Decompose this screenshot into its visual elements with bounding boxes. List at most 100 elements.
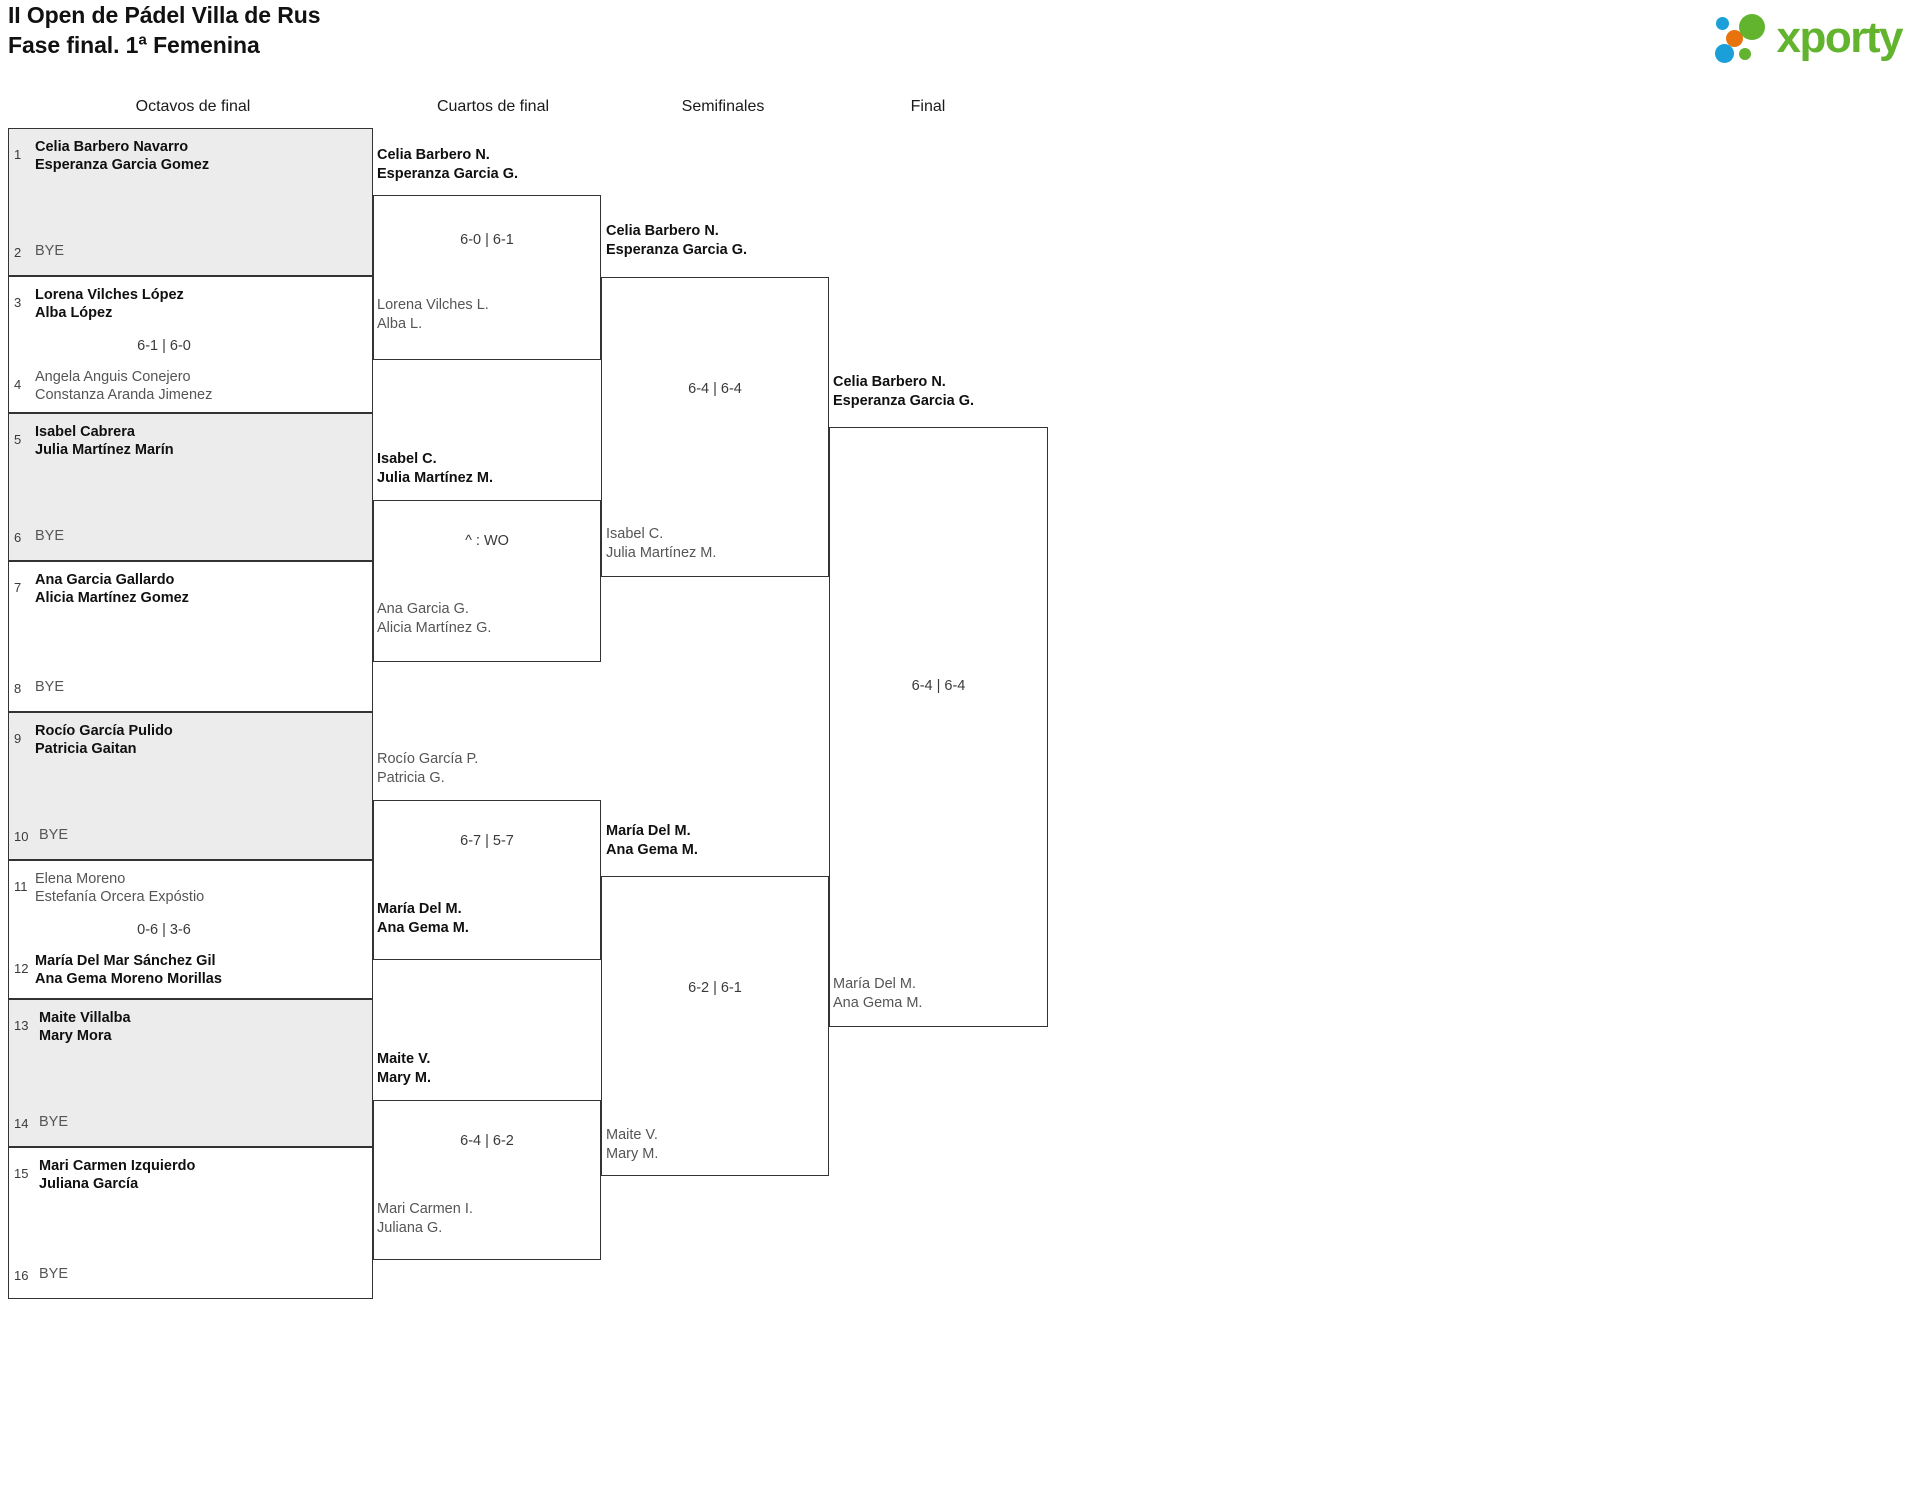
octavos-seed-11: 11 (14, 879, 28, 894)
octavos-player-10-line1: BYE (39, 827, 69, 843)
octavos-player-4-line1: Angela Anguis Conejero (35, 369, 191, 385)
octavos-match-4[interactable]: 7 Ana Garcia Gallardo Alicia Martínez Go… (8, 561, 373, 712)
final-entry-1-line2: Esperanza Garcia G. (833, 393, 975, 409)
octavos-seed-9: 9 (14, 731, 22, 746)
cuartos-entry-3-line1: Isabel C. (377, 451, 437, 467)
octavos-seed-13: 13 (14, 1018, 29, 1033)
semifinal-connector-2 (601, 876, 829, 1176)
octavos-seed-12: 12 (14, 961, 29, 976)
final-score: 6-4 | 6-4 (911, 678, 966, 694)
octavos-player-9-line1: Rocío García Pulido (35, 723, 173, 739)
round-header-octavos: Octavos de final (135, 98, 251, 115)
logo-dots-icon (1714, 12, 1771, 64)
logo-dot-blue-small (1715, 17, 1729, 30)
final-entry-2-line2: Ana Gema M. (833, 995, 923, 1011)
cuartos-connector-3 (373, 800, 601, 960)
octavos-player-1-line1: Celia Barbero Navarro (35, 139, 189, 155)
octavos-score-2: 6-1 | 6-0 (137, 338, 191, 354)
cuartos-score-1: 6-0 | 6-1 (460, 232, 514, 248)
semifinal-entry-4-line1: Maite V. (606, 1127, 658, 1143)
octavos-seed-6: 6 (14, 530, 22, 545)
cuartos-score-3: 6-7 | 5-7 (460, 833, 514, 849)
octavos-player-6-line1: BYE (35, 528, 65, 544)
final-connector (829, 427, 1048, 1027)
octavos-player-4-line2: Constanza Aranda Jimenez (35, 387, 213, 403)
round-header-cuartos: Cuartos de final (436, 98, 550, 115)
logo-dot-green-small (1738, 48, 1751, 60)
logo-wordmark: xporty (1776, 13, 1904, 62)
semifinal-entry-2-line1: Isabel C. (606, 526, 664, 542)
octavos-seed-8: 8 (14, 681, 22, 696)
semifinal-entry-2-line2: Julia Martínez M. (606, 545, 717, 561)
octavos-player-12-line1: María Del Mar Sánchez Gil (35, 953, 216, 969)
octavos-player-9-line2: Patricia Gaitan (35, 741, 137, 757)
cuartos-entry-7-line2: Mary M. (377, 1070, 431, 1086)
octavos-player-8-line1: BYE (35, 679, 65, 695)
octavos-seed-1: 1 (14, 147, 22, 162)
octavos-player-5-line1: Isabel Cabrera (35, 424, 135, 440)
cuartos-entry-7-line1: Maite V. (377, 1051, 431, 1067)
cuartos-entry-3-line2: Julia Martínez M. (377, 470, 494, 486)
octavos-player-13-line2: Mary Mora (39, 1028, 112, 1044)
octavos-player-15-line1: Mari Carmen Izquierdo (39, 1158, 196, 1174)
cuartos-score-2: ^ : WO (465, 533, 509, 549)
cuartos-entry-1-line2: Esperanza Garcia G. (377, 166, 519, 182)
octavos-match-3[interactable]: 5 Isabel Cabrera Julia Martínez Marín 6 … (8, 413, 373, 561)
octavos-player-1-line2: Esperanza Garcia Gomez (35, 157, 210, 173)
octavos-score-6: 0-6 | 3-6 (137, 922, 191, 938)
octavos-player-14-line1: BYE (39, 1114, 69, 1130)
tournament-name: II Open de Pádel Villa de Rus (8, 2, 321, 28)
octavos-player-12-line2: Ana Gema Moreno Morillas (35, 971, 222, 987)
cuartos-entry-4-line2: Alicia Martínez G. (377, 620, 492, 636)
octavos-player-15-line2: Juliana García (39, 1176, 139, 1192)
octavos-match-8[interactable]: 15 Mari Carmen Izquierdo Juliana García … (8, 1147, 373, 1299)
round-header-final: Final (910, 98, 946, 115)
tournament-title-block: II Open de Pádel Villa de Rus Fase final… (8, 0, 908, 60)
cuartos-entry-2-line1: Lorena Vilches L. (377, 297, 489, 313)
octavos-seed-4: 4 (14, 377, 22, 392)
octavos-player-7-line2: Alicia Martínez Gomez (35, 590, 189, 606)
octavos-player-2-line1: BYE (35, 243, 65, 259)
logo-dot-blue-large (1714, 44, 1734, 63)
logo-dot-orange (1725, 30, 1743, 47)
octavos-player-7-line1: Ana Garcia Gallardo (35, 572, 175, 588)
semifinal-entry-1-line1: Celia Barbero N. (606, 223, 719, 239)
octavos-player-3-line2: Alba López (35, 305, 113, 321)
octavos-seed-16: 16 (14, 1268, 29, 1283)
cuartos-entry-8-line2: Juliana G. (377, 1220, 443, 1236)
octavos-match-6[interactable]: 11 Elena Moreno Estefanía Orcera Expósti… (8, 860, 373, 999)
semifinal-entry-3-line1: María Del M. (606, 823, 691, 839)
cuartos-entry-8-line1: Mari Carmen I. (377, 1201, 473, 1217)
cuartos-entry-2-line2: Alba L. (377, 316, 423, 332)
cuartos-connector-2 (373, 500, 601, 662)
octavos-seed-7: 7 (14, 580, 22, 595)
cuartos-entry-1-line1: Celia Barbero N. (377, 147, 490, 163)
octavos-player-13-line1: Maite Villalba (39, 1010, 131, 1026)
octavos-seed-14: 14 (14, 1116, 29, 1131)
octavos-match-7[interactable]: 13 Maite Villalba Mary Mora 14 BYE (8, 999, 373, 1147)
octavos-player-3-line1: Lorena Vilches López (35, 287, 184, 303)
octavos-seed-15: 15 (14, 1166, 29, 1181)
xporty-logo[interactable]: xporty (1714, 10, 1904, 66)
cuartos-entry-6-line2: Ana Gema M. (377, 920, 469, 936)
tournament-phase: Fase final. 1ª Femenina (8, 32, 260, 58)
semifinal-entry-4-line2: Mary M. (606, 1146, 659, 1162)
final-entry-1-line1: Celia Barbero N. (833, 374, 946, 390)
octavos-match-2[interactable]: 3 Lorena Vilches López Alba López 6-1 | … (8, 276, 373, 413)
cuartos-connector-4 (373, 1100, 601, 1260)
semifinal-connector-1 (601, 277, 829, 577)
octavos-seed-2: 2 (14, 245, 22, 260)
octavos-seed-5: 5 (14, 432, 22, 447)
cuartos-entry-4-line1: Ana Garcia G. (377, 601, 469, 617)
semifinal-entry-3-line2: Ana Gema M. (606, 842, 698, 858)
octavos-match-1[interactable]: 1 Celia Barbero Navarro Esperanza Garcia… (8, 128, 373, 276)
octavos-seed-10: 10 (14, 829, 29, 844)
semifinal-entry-1-line2: Esperanza Garcia G. (606, 242, 748, 258)
final-entry-2-line1: María Del M. (833, 976, 916, 992)
logo-dot-green-large (1738, 14, 1765, 40)
round-header-semifinales: Semifinales (681, 98, 765, 115)
octavos-seed-3: 3 (14, 295, 22, 310)
cuartos-entry-6-line1: María Del M. (377, 901, 462, 917)
octavos-match-5[interactable]: 9 Rocío García Pulido Patricia Gaitan 10… (8, 712, 373, 860)
